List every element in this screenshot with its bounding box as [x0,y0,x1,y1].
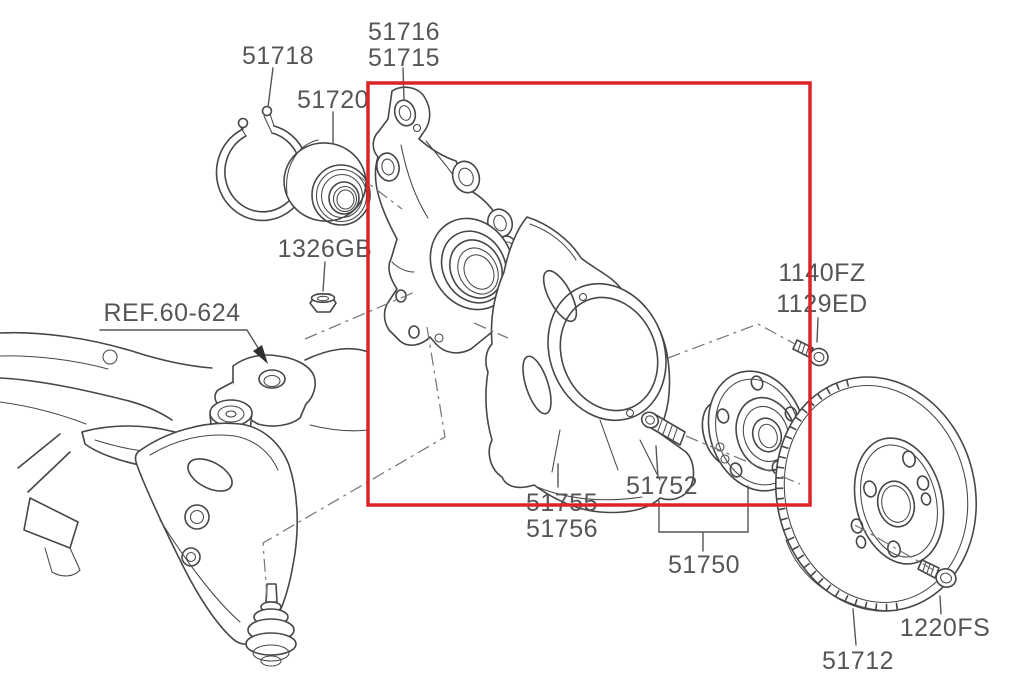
part-label-ref-60-624[interactable]: REF.60-624 [103,299,240,327]
assembly-axis-lines [262,173,938,598]
part-label-51755[interactable]: 51755 [526,489,598,517]
subframe-and-control-arm-drawing [0,331,369,667]
part-label-51720[interactable]: 51720 [297,86,369,114]
part-labels: 51716 51715 51718 51720 1326GB REF.60-62… [103,18,991,675]
part-label-51712[interactable]: 51712 [822,647,894,675]
brake-dust-shield-drawing [485,216,695,514]
part-label-51752[interactable]: 51752 [626,472,698,500]
steering-knuckle-drawing [372,86,517,354]
ref-arrowhead [253,345,268,364]
part-label-51756[interactable]: 51756 [526,515,598,543]
part-label-51718[interactable]: 51718 [242,42,314,70]
brake-disc-drawing [774,376,978,612]
part-label-51750[interactable]: 51750 [668,551,740,579]
highlight-selection-box [366,81,812,507]
hub-bolt-drawing [640,411,686,446]
part-label-51716[interactable]: 51716 [368,18,440,46]
part-label-1129ed[interactable]: 1129ED [776,290,868,318]
part-label-1326gb[interactable]: 1326GB [278,235,373,263]
part-label-51715[interactable]: 51715 [368,44,440,72]
wheel-bearing-drawing [283,139,371,226]
part-label-1220fs[interactable]: 1220FS [900,614,991,642]
castle-nut-drawing [309,292,337,313]
leader-lines [99,67,942,646]
part-label-1140fz[interactable]: 1140FZ [778,259,865,287]
